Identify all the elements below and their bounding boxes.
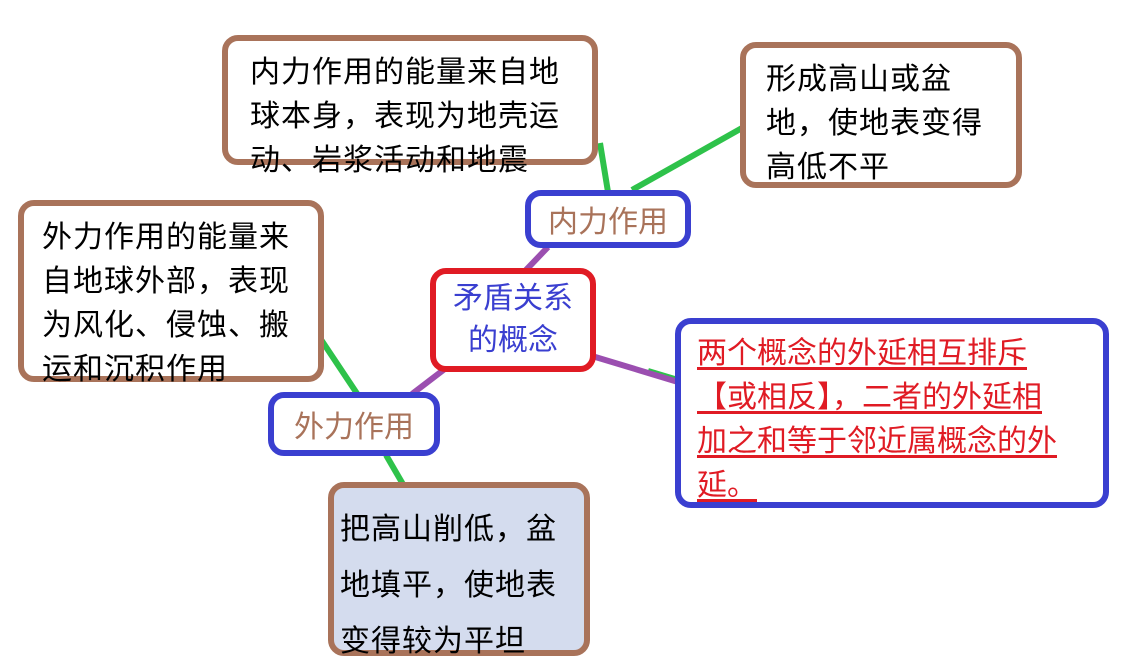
external-force-label: 外力作用 <box>294 410 414 445</box>
external-source-line2: 自地球外部，表现 <box>42 264 290 299</box>
external-effect-line2: 地填平，使地表 <box>340 568 557 603</box>
internal-effect-box: 形成高山或盆 地，使地表变得 高低不平 <box>740 42 1022 188</box>
center-line2: 的概念 <box>468 323 558 358</box>
internal-force-label: 内力作用 <box>548 205 668 240</box>
link-center-to-internal <box>523 244 551 273</box>
link-external-to-source <box>317 336 361 397</box>
definition-line1: 两个概念的外延相互排斥 <box>697 336 1027 371</box>
internal-effect-line3: 高低不平 <box>766 150 890 185</box>
definition-line4: 延。 <box>697 468 757 503</box>
internal-effect-line2: 地，使地表变得 <box>766 106 983 141</box>
link-internal-to-effect <box>630 125 744 193</box>
link-external-to-effect <box>383 453 407 488</box>
link-center-to-external <box>410 365 448 397</box>
center-line1: 矛盾关系 <box>453 281 573 316</box>
definition-line2: 【或相反】，二者的外延相 <box>697 380 1042 415</box>
link-center-to-definition <box>591 353 679 385</box>
definition-box: 两个概念的外延相互排斥 【或相反】，二者的外延相 加之和等于邻近属概念的外 延。 <box>675 318 1109 508</box>
internal-source-line2: 球本身，表现为地壳运 <box>250 99 560 134</box>
definition-line3: 加之和等于邻近属概念的外 <box>697 424 1057 459</box>
internal-source-line3: 动、岩浆活动和地震 <box>250 143 529 178</box>
external-source-line1: 外力作用的能量来 <box>42 220 290 255</box>
internal-source-line1: 内力作用的能量来自地 <box>250 55 560 90</box>
link-internal-to-source <box>597 142 611 193</box>
external-effect-box: 把高山削低，盆 地填平，使地表 变得较为平坦 <box>328 482 590 659</box>
external-source-box: 外力作用的能量来 自地球外部，表现 为风化、侵蚀、搬 运和沉积作用 <box>18 200 324 387</box>
external-force-node: 外力作用 <box>268 392 440 456</box>
external-effect-line1: 把高山削低，盆 <box>340 512 557 547</box>
external-effect-line3: 变得较为平坦 <box>340 624 526 659</box>
center-concept-node: 矛盾关系 的概念 <box>430 268 596 372</box>
internal-force-node: 内力作用 <box>525 190 691 248</box>
internal-source-box: 内力作用的能量来自地 球本身，表现为地壳运 动、岩浆活动和地震 <box>222 35 598 178</box>
external-source-line4: 运和沉积作用 <box>42 352 228 387</box>
external-source-line3: 为风化、侵蚀、搬 <box>42 308 290 343</box>
internal-effect-line1: 形成高山或盆 <box>766 62 952 97</box>
